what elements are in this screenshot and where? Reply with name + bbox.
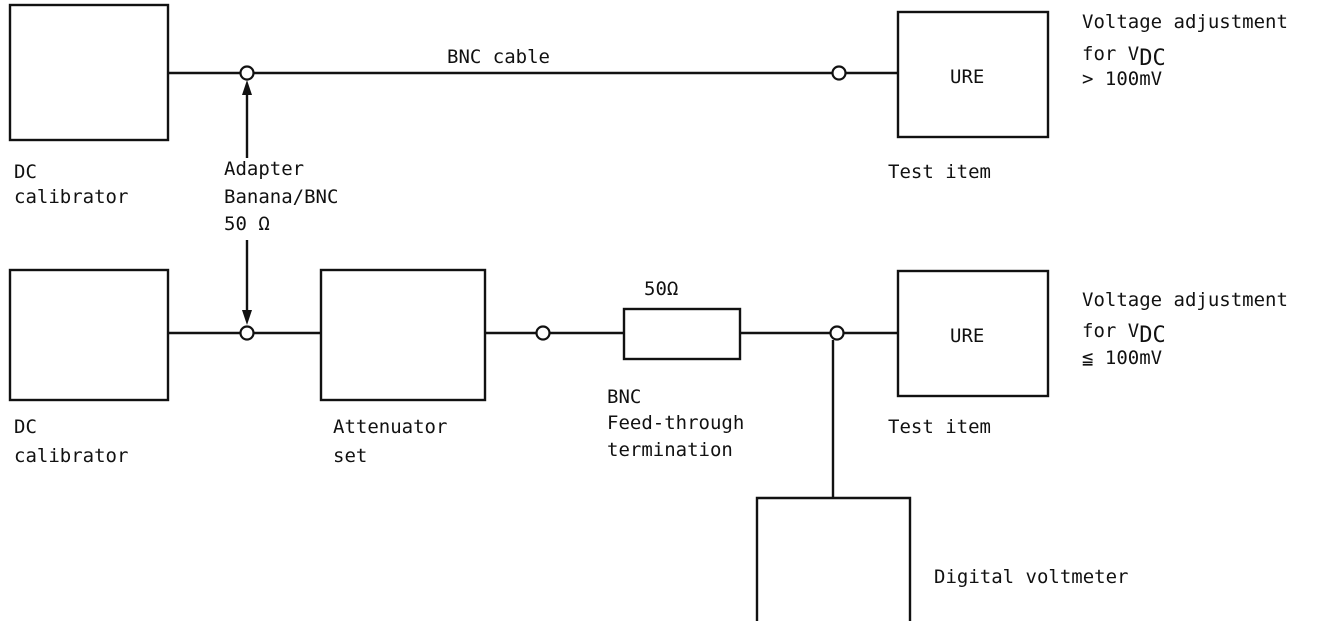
digital-voltmeter-box: [755, 496, 912, 621]
attenuator-label-line1: Attenuator: [333, 416, 447, 438]
dc-calibrator-label-bottom-line2: calibrator: [14, 445, 128, 467]
adapter-node-top: [239, 65, 255, 81]
adapter-arrow-up-head: [242, 80, 252, 95]
voltage-note-bottom-line1: Voltage adjustment: [1082, 289, 1288, 311]
dc-calibrator-label-top-line2: calibrator: [14, 186, 128, 208]
connector-node-bottom-mid: [535, 325, 551, 341]
dc-calibrator-label-bottom-line1: DC: [14, 416, 37, 438]
voltage-note-top-line1: Voltage adjustment: [1082, 11, 1288, 33]
connector-node-bottom-right: [829, 325, 845, 341]
resistor-50-ohm: [622, 307, 742, 361]
dc-calibrator-label-top-line1: DC: [14, 161, 37, 183]
dc-calibrator-box-bottom: [8, 268, 170, 402]
voltage-note-bottom-line2: for VDC: [1082, 320, 1166, 348]
termination-label-line3: termination: [607, 439, 733, 461]
adapter-label-line1: Adapter: [224, 158, 304, 180]
termination-label-line1: BNC: [607, 386, 641, 408]
termination-label-line2: Feed-through: [607, 412, 744, 434]
ure-label-top: URE: [950, 66, 984, 88]
ure-box-top: [896, 10, 1050, 139]
attenuator-set-box: [319, 268, 487, 402]
adapter-label-line3: 50 Ω: [224, 213, 270, 235]
connector-node-top-right: [831, 65, 847, 81]
voltage-note-top-line2: for VDC: [1082, 43, 1166, 71]
voltage-note-bottom-line3: ≦ 100mV: [1082, 347, 1162, 369]
digital-voltmeter-label: Digital voltmeter: [934, 566, 1128, 588]
adapter-node-bottom: [239, 325, 255, 341]
test-item-label-bottom: Test item: [888, 416, 991, 438]
adapter-label-line2: Banana/BNC: [224, 186, 338, 208]
adapter-arrow-down-head: [242, 310, 252, 325]
dc-calibrator-box-top: [8, 3, 170, 142]
voltage-note-top-line3: > 100mV: [1082, 68, 1162, 90]
ure-box-bottom: [896, 269, 1050, 398]
test-item-label-top: Test item: [888, 161, 991, 183]
ure-label-bottom: URE: [950, 325, 984, 347]
attenuator-label-line2: set: [333, 445, 367, 467]
bnc-cable-label: BNC cable: [447, 46, 550, 68]
resistor-label: 50Ω: [644, 278, 678, 300]
